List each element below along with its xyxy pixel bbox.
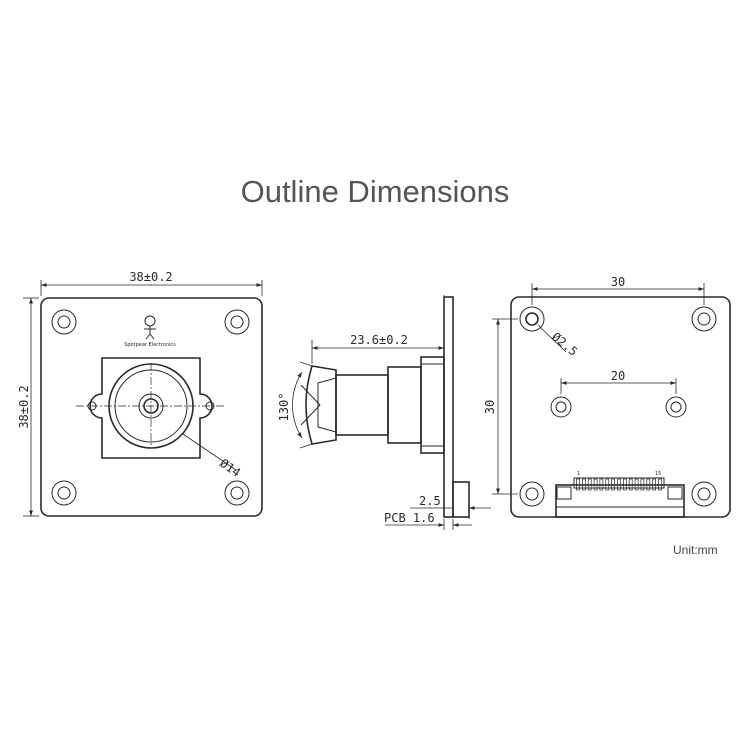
fpc-pin xyxy=(599,478,604,491)
pin-first-label: 1 xyxy=(577,471,580,477)
logo-caption: Spotpear Electronics xyxy=(124,342,176,348)
fpc-pin xyxy=(628,478,633,491)
fpc-pin xyxy=(646,478,651,491)
fpc-connector: 1 15 xyxy=(555,471,685,518)
front-lens-holder xyxy=(89,357,213,459)
front-height-label: 38±0.2 xyxy=(17,385,31,428)
side-lens-body xyxy=(335,374,389,436)
fpc-connector-body xyxy=(555,484,685,518)
fpc-pin xyxy=(582,478,586,491)
back-mounting-holes xyxy=(519,306,717,507)
hole-spacing-y-label: 30 xyxy=(483,400,497,414)
fpc-pin xyxy=(611,478,615,491)
offset-label: 2.5 xyxy=(419,494,441,508)
fpc-pin xyxy=(652,478,656,491)
side-connector xyxy=(452,481,470,518)
front-pcb-outline xyxy=(40,297,263,517)
fpc-pin xyxy=(576,478,580,491)
fpc-pin xyxy=(623,478,627,491)
fpc-pin xyxy=(640,478,645,491)
side-lens-barrel xyxy=(387,366,422,444)
fpc-pin xyxy=(593,478,598,491)
back-view: 1 15 30 30 20 Ø2.5 xyxy=(483,275,731,518)
fpc-pin xyxy=(617,478,621,491)
back-inner-holes xyxy=(550,396,687,418)
inner-hole-spacing-label: 20 xyxy=(611,369,625,383)
fpc-pin xyxy=(658,478,662,491)
hole-spacing-x-label: 30 xyxy=(611,275,625,289)
page-title: Outline Dimensions xyxy=(240,174,510,209)
spotpear-logo: Spotpear Electronics xyxy=(124,315,176,348)
side-view: 130° 23.6±0.2 2.5 PCB 1.6 xyxy=(277,295,491,530)
side-lens-front xyxy=(305,365,337,445)
front-mounting-holes xyxy=(51,309,250,506)
side-pcb xyxy=(443,296,454,518)
front-width-label: 38±0.2 xyxy=(129,270,172,284)
lens-length-label: 23.6±0.2 xyxy=(350,333,408,347)
unit-note: Unit:mm xyxy=(673,543,718,557)
fpc-pin xyxy=(605,478,610,491)
fpc-pin xyxy=(587,478,592,491)
pin-last-label: 15 xyxy=(655,471,661,477)
fpc-connector-pins xyxy=(576,478,662,491)
fov-label: 130° xyxy=(277,393,291,422)
fpc-pin xyxy=(634,478,639,491)
front-view: Ø14 Spotpear Electronics 38±0.2 38±0.2 xyxy=(17,270,263,517)
hole-diameter-label: Ø2.5 xyxy=(549,330,580,359)
pcb-thickness-label: PCB 1.6 xyxy=(384,511,435,525)
side-lens-holder xyxy=(420,356,445,454)
